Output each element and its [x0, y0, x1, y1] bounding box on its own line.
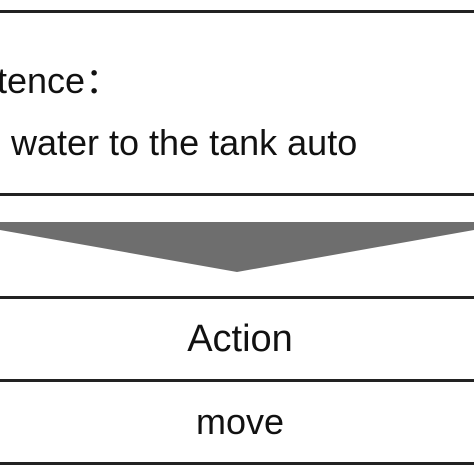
down-arrow-icon [0, 222, 474, 272]
action-box: Action [0, 296, 474, 382]
sentence-title: tence： [0, 60, 122, 101]
action-label: Action [187, 318, 293, 360]
move-label: move [195, 401, 285, 442]
arrow-shape [0, 222, 474, 272]
sentence-text: water to the tank auto [11, 122, 358, 163]
sentence-box: tence： water to the tank auto [0, 10, 474, 196]
move-box: move [0, 379, 474, 465]
